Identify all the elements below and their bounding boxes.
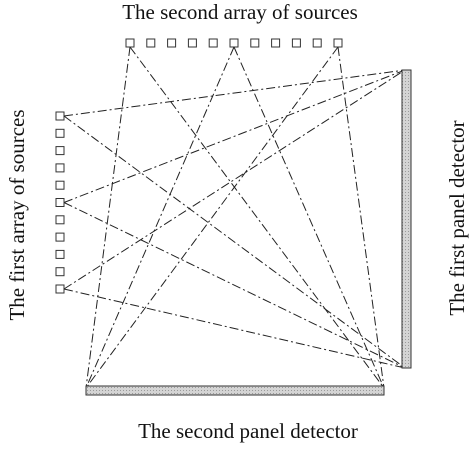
top-source-4 xyxy=(208,38,218,48)
left-source-0 xyxy=(55,111,65,121)
ray-top-0-to-bottom-right xyxy=(129,46,385,389)
top-source-3 xyxy=(187,38,197,48)
ray-top-5-to-bottom-left xyxy=(85,46,235,389)
label-first-array: The first array of sources xyxy=(5,109,29,320)
left-source-7 xyxy=(55,232,65,242)
ray-top-10-to-bottom-right xyxy=(337,46,385,389)
left-source-3 xyxy=(55,163,65,173)
second-array-of-sources xyxy=(125,38,343,48)
ray-top-5-to-bottom-right xyxy=(233,46,385,389)
top-source-10 xyxy=(333,38,343,48)
left-source-9 xyxy=(55,267,65,277)
top-source-8 xyxy=(291,38,301,48)
ray-left-10-to-right-top xyxy=(63,69,406,290)
ray-top-0-to-bottom-left xyxy=(85,46,131,389)
ray-left-5-to-right-bottom xyxy=(63,202,406,369)
left-source-6 xyxy=(55,215,65,225)
label-second-array: The second array of sources xyxy=(122,0,358,24)
ray-top-10-to-bottom-left xyxy=(85,46,339,389)
left-source-1 xyxy=(55,128,65,138)
label-second-panel: The second panel detector xyxy=(138,419,358,443)
top-source-5 xyxy=(229,38,239,48)
left-source-5 xyxy=(55,198,65,207)
left-source-2 xyxy=(55,146,65,156)
ray-paths xyxy=(63,46,406,389)
top-source-6 xyxy=(250,38,260,48)
first-panel-detector xyxy=(401,69,412,369)
second-panel-detector xyxy=(85,385,385,396)
top-source-0 xyxy=(125,38,135,48)
label-first-panel: The first panel detector xyxy=(445,120,469,315)
top-source-9 xyxy=(312,38,322,48)
ray-left-0-to-right-bottom xyxy=(63,115,406,369)
ray-left-0-to-right-top xyxy=(63,69,406,117)
ray-left-5-to-right-top xyxy=(63,69,406,203)
left-source-10 xyxy=(55,284,65,294)
top-source-1 xyxy=(146,38,156,48)
ray-left-10-to-right-bottom xyxy=(63,288,406,369)
first-array-of-sources xyxy=(55,111,65,294)
left-source-8 xyxy=(55,249,65,259)
top-source-2 xyxy=(167,38,177,48)
left-source-4 xyxy=(55,180,65,190)
top-source-7 xyxy=(271,38,281,48)
